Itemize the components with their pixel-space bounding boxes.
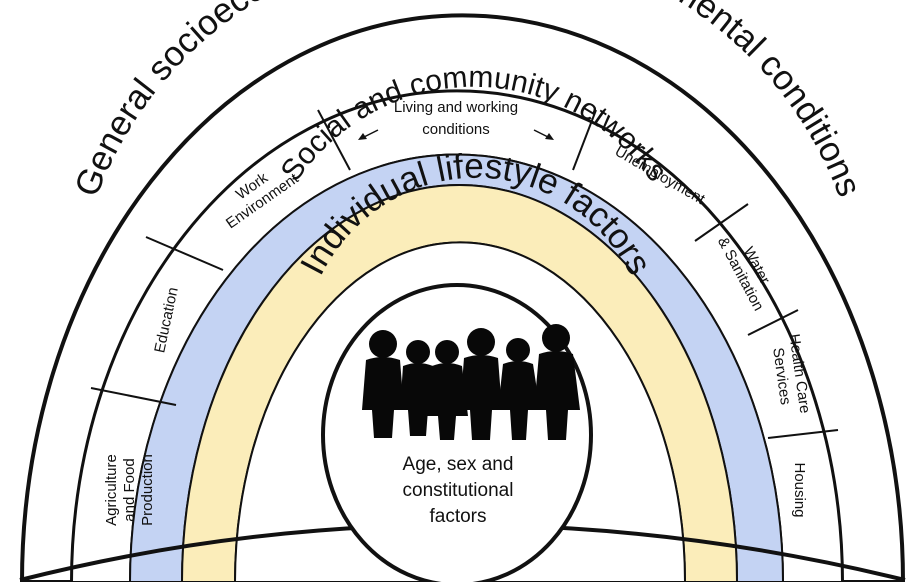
segment-housing: Housing — [791, 462, 808, 517]
agriculture-line-2: and Food — [121, 458, 138, 521]
divider-edu-work — [145, 236, 224, 271]
divider-unemp-water — [694, 203, 749, 242]
core-line-1: Age, sex and — [403, 454, 514, 475]
segment-agriculture: Agriculture and Food Production — [103, 454, 156, 526]
divider-living-unemp — [572, 109, 597, 171]
arrow-left-head — [358, 133, 367, 140]
agriculture-line-1: Agriculture — [103, 454, 120, 526]
divider-health-housing — [767, 429, 839, 439]
people-silhouettes-icon — [362, 324, 580, 440]
core-line-2: constitutional — [403, 480, 514, 501]
segment-living: Living and working conditions — [358, 99, 554, 140]
divider-agri-edu — [90, 387, 177, 406]
arrow-right-head — [545, 133, 554, 140]
core-line-3: factors — [429, 506, 486, 527]
housing-line-1: Housing — [791, 462, 808, 517]
living-line-2: conditions — [422, 121, 490, 138]
living-line-1: Living and working — [394, 99, 518, 116]
divider-water-health — [747, 309, 799, 336]
divider-work-living — [317, 109, 351, 171]
agriculture-line-3: Production — [139, 454, 156, 526]
